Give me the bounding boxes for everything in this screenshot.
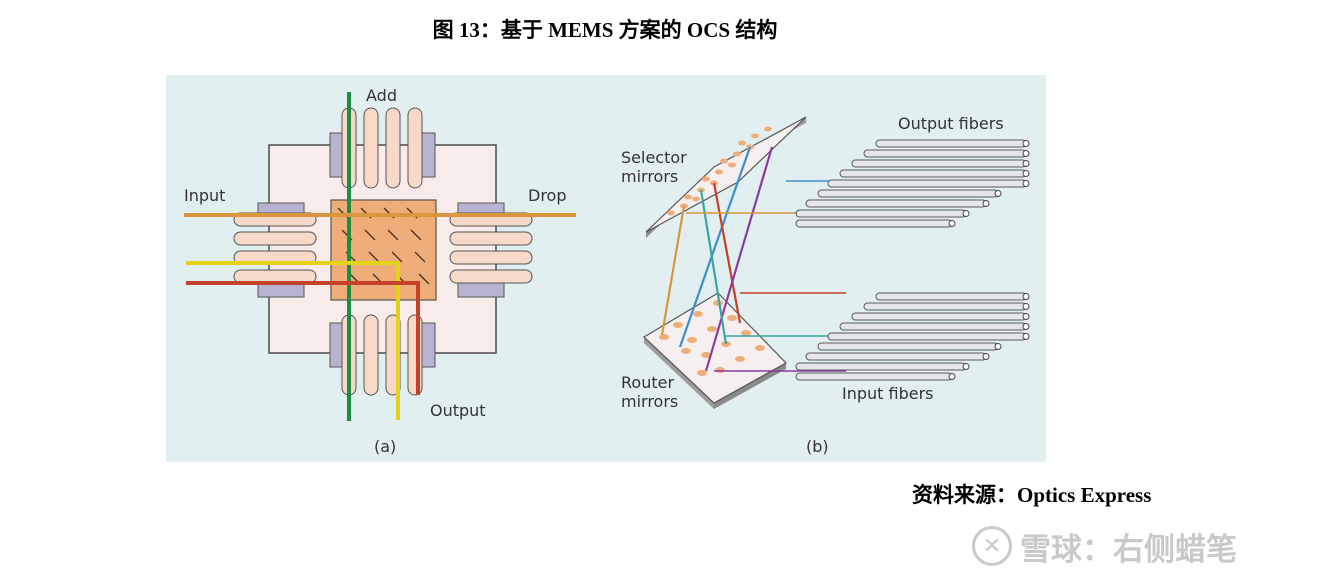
source-note: 资料来源：Optics Express [912,483,1152,507]
ocs-diagram-svg: Add Input Drop Output (a) [184,86,1030,456]
top-fiber-connector [329,107,436,189]
panel-b-caption: (b) [806,437,829,456]
output-fiber-bundle [795,139,1030,228]
panel-b-3d-mems: Selector mirrors Router mirrors Output f… [621,114,1030,456]
input-fiber-bundle [795,292,1030,381]
selector-label-line2: mirrors [621,167,678,186]
selector-mirror-plate [645,116,807,238]
watermark-text: 雪球：右侧蜡笔 [1020,531,1237,568]
router-mirror-plate [643,292,787,409]
watermark: ✕ 雪球：右侧蜡笔 [972,524,1237,568]
yellow-switched-beam [186,261,400,420]
drop-label: Drop [528,186,567,205]
ocs-diagram-figure: Add Input Drop Output (a) [166,75,1046,462]
figure-title: 图 13：基于 MEMS 方案的 OCS 结构 [432,18,778,42]
panel-a-crossbar: Add Input Drop Output (a) [184,86,576,456]
output-label: Output [430,401,486,420]
router-label-line2: mirrors [621,392,678,411]
output-fibers-label: Output fibers [898,114,1004,133]
selector-mirrors-label: Selector mirrors [621,148,692,186]
red-switched-beam [186,281,420,395]
panel-a-caption: (a) [374,437,396,456]
input-label: Input [184,186,225,205]
router-mirrors-label: Router mirrors [621,373,679,411]
selector-label-line1: Selector [621,148,687,167]
input-fibers-label: Input fibers [842,384,934,403]
add-label: Add [366,86,397,105]
router-label-line1: Router [621,373,674,392]
snowball-logo-icon: ✕ [972,526,1012,566]
